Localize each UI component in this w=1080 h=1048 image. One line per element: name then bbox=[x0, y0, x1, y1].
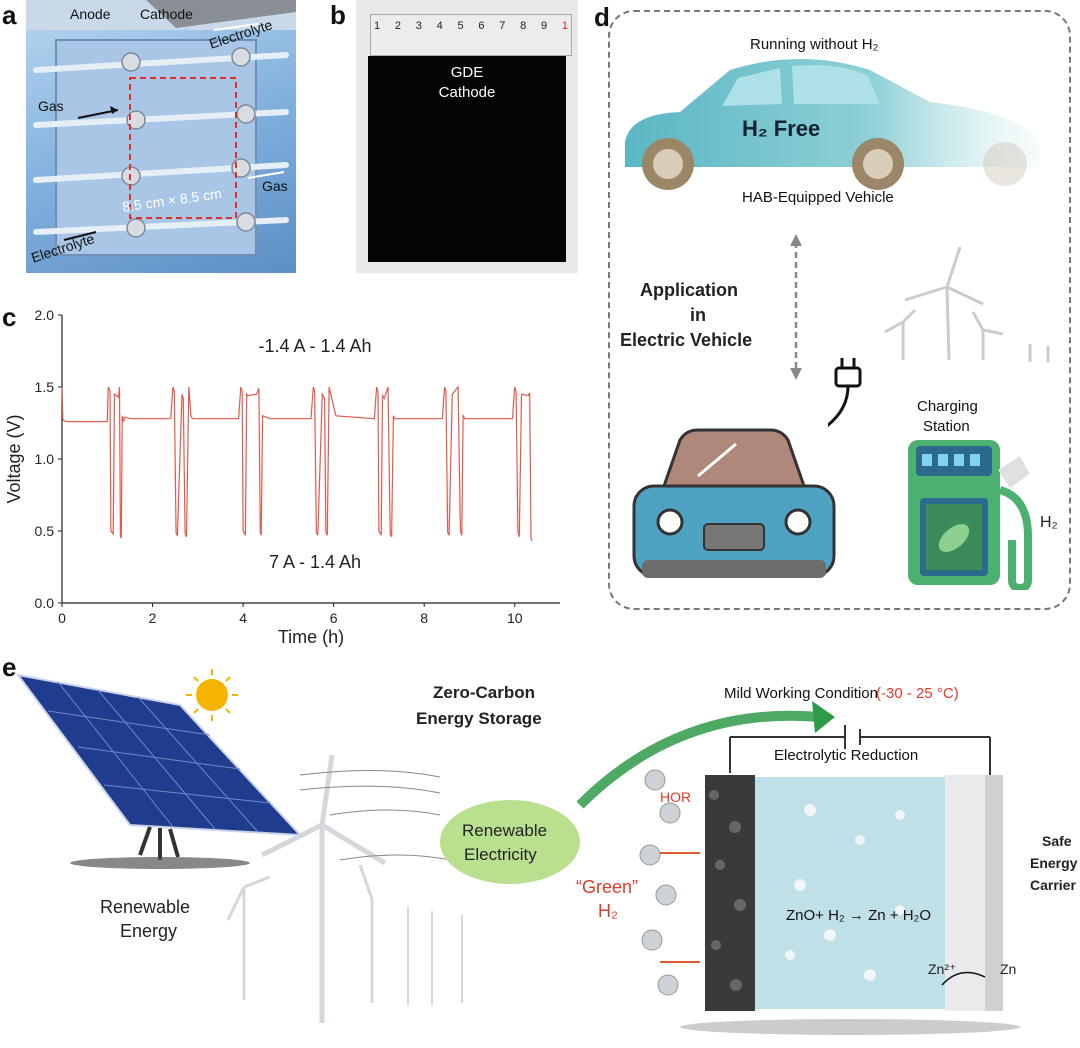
y-tick-label: 0.0 bbox=[35, 595, 55, 611]
renewable-electricity-line2: Electricity bbox=[464, 845, 537, 864]
y-tick-label: 0.5 bbox=[35, 523, 55, 539]
voltage-series-line bbox=[61, 385, 533, 542]
double-arrow-icon bbox=[790, 234, 802, 380]
h2-pump-label: H₂ bbox=[1040, 514, 1058, 531]
y-tick-label: 2.0 bbox=[35, 307, 55, 323]
ruler-tick: 7 bbox=[499, 20, 506, 32]
mild-range-label: (-30 - 25 °C) bbox=[876, 685, 959, 702]
hor-label: HOR bbox=[660, 789, 692, 805]
charging-line2: Station bbox=[923, 418, 970, 435]
ruler-tick: 3 bbox=[415, 20, 422, 32]
x-tick-label: 6 bbox=[330, 610, 338, 626]
electric-vehicle-panel: Running without H₂ H₂ Free HAB-Equipped … bbox=[608, 10, 1071, 610]
renewable-energy-line1: Renewable bbox=[100, 897, 191, 917]
application-line2: in bbox=[690, 305, 706, 325]
application-line3: Electric Vehicle bbox=[620, 330, 753, 350]
x-tick-label: 4 bbox=[239, 610, 247, 626]
electric-car-icon bbox=[632, 428, 836, 578]
gde-cathode-label: Cathode bbox=[438, 84, 496, 101]
gas-left-label: Gas bbox=[38, 98, 64, 114]
gas-right-label: Gas bbox=[262, 178, 288, 194]
hab-vehicle-label: HAB-Equipped Vehicle bbox=[742, 189, 894, 206]
panel-label-c: c bbox=[2, 302, 17, 332]
anode-label: Anode bbox=[70, 6, 111, 22]
panel-label-e: e bbox=[2, 652, 17, 682]
zn-label: Zn bbox=[1000, 961, 1017, 977]
ruler-tick: 8 bbox=[520, 20, 527, 32]
zero-carbon-line1: Zero-Carbon bbox=[433, 683, 535, 702]
plug-icon bbox=[828, 358, 862, 427]
zero-carbon-panel: Zero-Carbon Energy Storage Mild Working … bbox=[0, 655, 1080, 1048]
sun-icon bbox=[186, 669, 238, 721]
ruler-tick: 5 bbox=[457, 20, 464, 32]
hab-car-illustration bbox=[625, 59, 1040, 190]
wind-turbines-icon bbox=[884, 246, 1050, 362]
energy-storage-illustration bbox=[15, 669, 1020, 1035]
mild-condition-label: Mild Working Condition bbox=[724, 685, 878, 702]
renewable-electricity-line1: Renewable bbox=[462, 821, 548, 840]
ruler bbox=[370, 14, 572, 56]
ruler-tick: 1 bbox=[374, 20, 381, 32]
ruler-tick: 9 bbox=[541, 20, 548, 32]
renewable-energy-line2: Energy bbox=[120, 921, 178, 941]
ruler-tick: 2 bbox=[394, 20, 401, 32]
green-h2-line2: H₂ bbox=[598, 901, 618, 921]
h2-free-label: H₂ Free bbox=[742, 116, 821, 141]
annotation-charge: -1.4 A - 1.4 Ah bbox=[258, 336, 371, 356]
reaction-label: ZnO+ H₂ → Zn + H₂O bbox=[786, 907, 932, 924]
ruler-tick: 1 bbox=[561, 20, 568, 32]
electrolytic-label: Electrolytic Reduction bbox=[774, 747, 919, 764]
solar-panel-icon bbox=[15, 673, 303, 869]
panel-label-b: b bbox=[330, 0, 346, 30]
cathode-label: Cathode bbox=[140, 6, 193, 22]
ruler-tick: 6 bbox=[478, 20, 485, 32]
panel-label-d: d bbox=[594, 2, 610, 32]
wind-farm-icon bbox=[226, 754, 463, 1023]
safe-line3: Carrier bbox=[1030, 877, 1076, 893]
zero-carbon-line2: Energy Storage bbox=[416, 709, 542, 728]
gde-cathode-photo: 1 2 3 4 5 6 7 8 9 1 GDE Cathode bbox=[356, 0, 578, 273]
charging-line1: Charging bbox=[917, 398, 978, 415]
panel-label-a: a bbox=[2, 0, 17, 30]
annotation-discharge: 7 A - 1.4 Ah bbox=[269, 552, 361, 572]
y-tick-label: 1.0 bbox=[35, 451, 55, 467]
gde-sheet bbox=[368, 56, 566, 262]
safe-line1: Safe bbox=[1042, 833, 1072, 849]
flow-cell-photo: Anode Cathode Electrolyte Gas 8.5 cm × 8… bbox=[26, 0, 296, 273]
flow-cell-illustration bbox=[26, 0, 296, 256]
x-tick-label: 10 bbox=[507, 610, 523, 626]
x-axis-label: Time (h) bbox=[278, 627, 344, 647]
fuel-pump-icon bbox=[908, 440, 1032, 590]
safe-line2: Energy bbox=[1030, 855, 1078, 871]
x-tick-label: 2 bbox=[149, 610, 157, 626]
running-label: Running without H₂ bbox=[750, 36, 879, 53]
gde-label: GDE bbox=[450, 64, 484, 81]
y-axis-label: Voltage (V) bbox=[4, 414, 24, 503]
zn-ion-label: Zn²⁺ bbox=[928, 961, 957, 977]
green-h2-line1: “Green” bbox=[576, 877, 639, 897]
ruler-ticks: 1 2 3 4 5 6 7 8 9 1 bbox=[374, 20, 568, 36]
x-tick-label: 0 bbox=[58, 610, 66, 626]
application-line1: Application bbox=[640, 280, 738, 300]
y-tick-label: 1.5 bbox=[35, 379, 55, 395]
x-tick-label: 8 bbox=[420, 610, 428, 626]
renewable-electricity-bubble bbox=[440, 800, 580, 884]
ruler-tick: 4 bbox=[436, 20, 443, 32]
